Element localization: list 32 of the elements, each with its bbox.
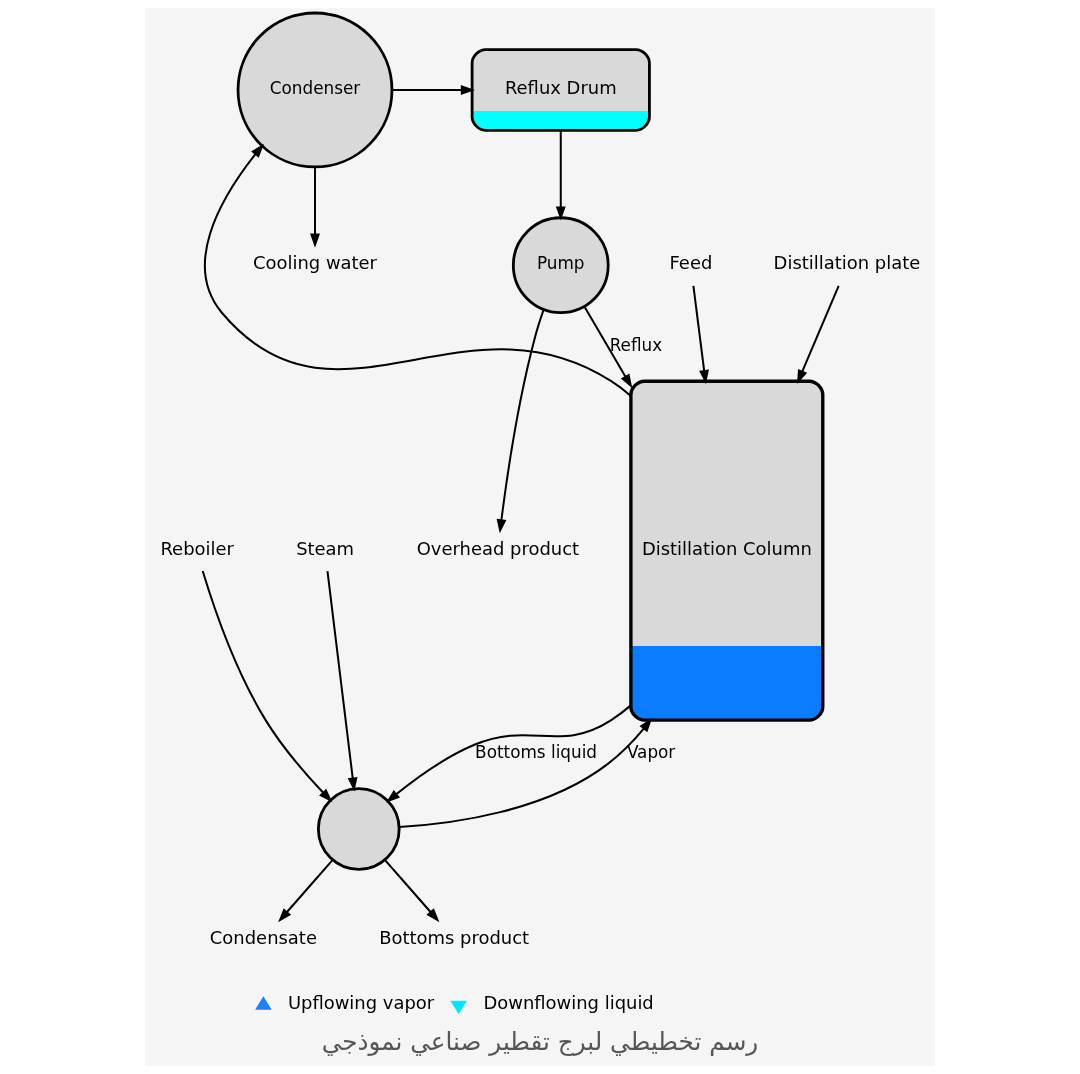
node-text: Steam [296, 537, 355, 559]
arrow [583, 306, 633, 389]
node-text: Feed [669, 252, 713, 274]
edge-label: Reflux [609, 334, 663, 355]
arrow [386, 704, 632, 803]
arrow [692, 285, 709, 385]
arrow [310, 167, 320, 248]
legend-label: Upflowing vapor [287, 992, 435, 1014]
edge-label: Vapor [626, 742, 676, 763]
node-box: Reflux Drum [470, 48, 651, 132]
node-text: Cooling water [253, 252, 378, 274]
node-text: Distillation plate [773, 252, 921, 274]
arrow [204, 143, 632, 397]
node-circle: Pump [511, 216, 610, 315]
arrow [555, 130, 566, 221]
node-text: Overhead product [416, 537, 580, 559]
arrow [797, 285, 840, 384]
arrow [201, 570, 333, 803]
arrow [384, 859, 440, 923]
caption: رسم تخطيطي لبرج تقطير صناعي نموذجي [321, 1026, 759, 1056]
arrow [326, 571, 358, 792]
arrow [278, 859, 334, 923]
node-text: Reboiler [160, 537, 234, 559]
node-box: Distillation Column [629, 379, 825, 722]
node-text: Bottoms product [379, 927, 530, 949]
arrow [399, 717, 653, 828]
edge-label: Bottoms liquid [475, 742, 598, 763]
legend-label: Downflowing liquid [483, 992, 654, 1014]
arrow [496, 309, 545, 534]
node-circle: Condenser [236, 11, 394, 169]
arrow [392, 85, 475, 95]
node-text: Condensate [209, 927, 317, 949]
